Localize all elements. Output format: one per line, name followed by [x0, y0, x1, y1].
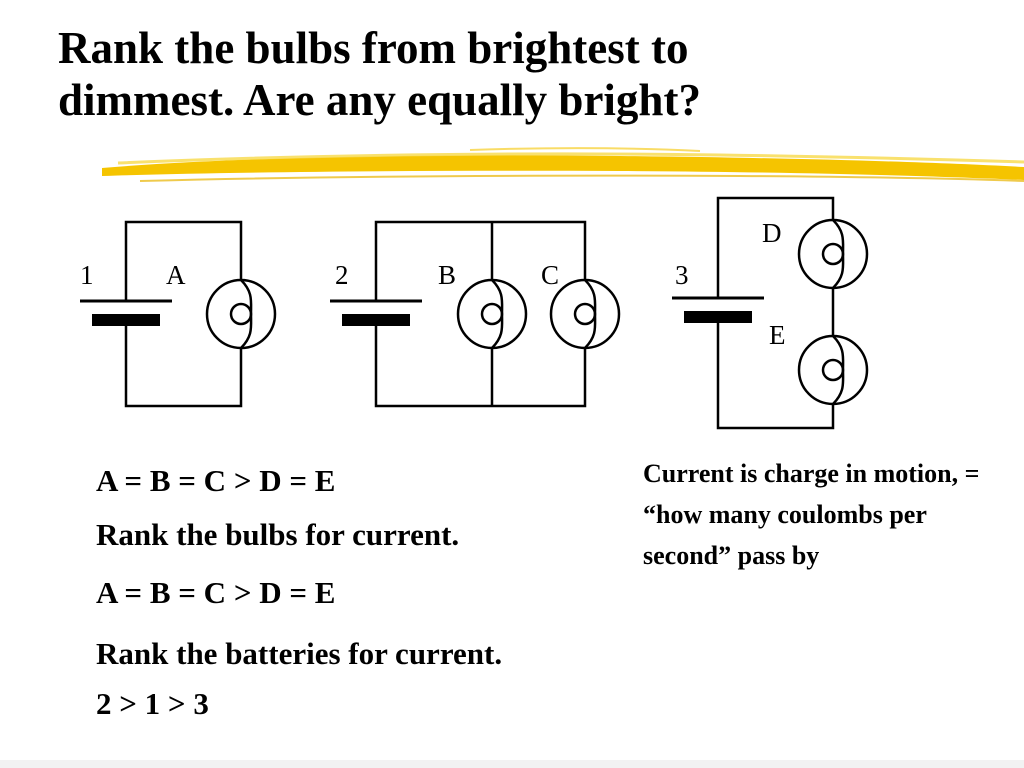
bulb-d — [797, 218, 869, 290]
title-underline-brush — [102, 147, 1024, 182]
bulb-e-label: E — [769, 320, 786, 350]
slide-title: Rank the bulbs from brightest to dimmest… — [58, 22, 998, 126]
circuit-diagrams: 1 A 2 B C 3 D E — [80, 196, 869, 430]
bulb-a-label: A — [166, 260, 186, 290]
bulb-e — [797, 334, 869, 406]
circuit-1-label: 1 — [80, 260, 94, 290]
bulb-current-answer: A = B = C > D = E — [96, 575, 336, 610]
circuit-3 — [672, 196, 869, 430]
battery-current-question: Rank the batteries for current. — [96, 636, 503, 671]
circuit-1 — [80, 220, 277, 408]
bulb-b — [456, 278, 528, 350]
circuit-2-label: 2 — [335, 260, 349, 290]
bottom-divider — [0, 760, 1024, 768]
bulb-c — [549, 278, 621, 350]
bulb-current-question: Rank the bulbs for current. — [96, 517, 460, 552]
battery-1-negative-plate — [92, 314, 160, 326]
circuit-2 — [330, 220, 621, 408]
title-line-2: dimmest. Are any equally bright? — [58, 75, 701, 125]
bulb-a — [205, 278, 277, 350]
bulb-c-label: C — [541, 260, 559, 290]
current-definition-note: Current is charge in motion, = “how many… — [643, 459, 980, 570]
battery-current-answer: 2 > 1 > 3 — [96, 686, 209, 721]
bulb-d-label: D — [762, 218, 782, 248]
battery-3-negative-plate — [684, 311, 752, 323]
brightness-ranking-answer: A = B = C > D = E — [96, 463, 336, 498]
title-line-1: Rank the bulbs from brightest to — [58, 23, 689, 73]
bulb-b-label: B — [438, 260, 456, 290]
circuit-3-label: 3 — [675, 260, 689, 290]
battery-2-negative-plate — [342, 314, 410, 326]
